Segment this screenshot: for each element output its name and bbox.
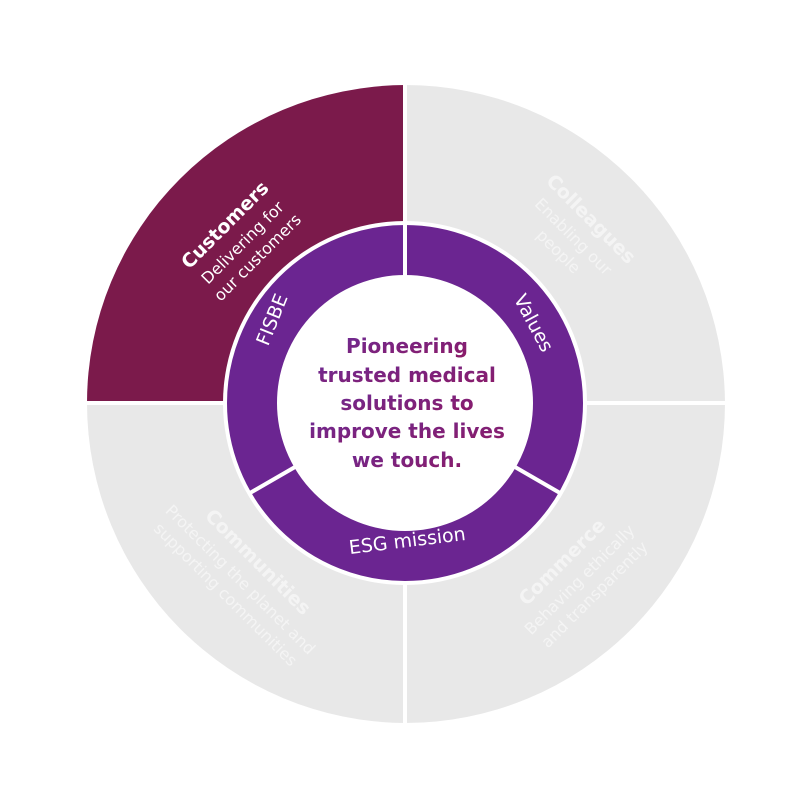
core-circle [279,277,531,529]
ring-divider-left [248,465,297,495]
core-line-1: Pioneering [346,334,468,358]
core-line-4: improve the lives [309,419,505,443]
core-line-5: we touch. [352,448,462,472]
core-line-3: solutions to [340,391,473,415]
core-line-2: trusted medical [318,363,496,387]
ring-divider-right [513,465,562,495]
